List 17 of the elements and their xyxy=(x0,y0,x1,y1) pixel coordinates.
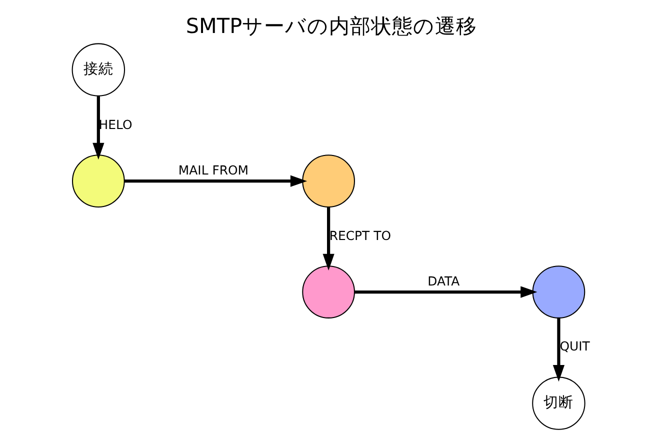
edge-label: QUIT xyxy=(560,338,590,354)
node-circle xyxy=(302,266,355,318)
arrow xyxy=(322,207,334,270)
edge-label: DATA xyxy=(428,273,460,288)
node-circle xyxy=(532,266,586,318)
arrow xyxy=(354,286,538,298)
edge-label: HELO xyxy=(98,116,132,132)
edge-label: MAIL FROM xyxy=(178,162,249,178)
diagram-title: SMTPサーバの内部状態の遷移 xyxy=(186,14,478,38)
arrow xyxy=(92,96,104,160)
node-circle: 接続 xyxy=(72,43,126,96)
node-circle: 切断 xyxy=(532,376,586,430)
node-circle xyxy=(302,154,355,208)
arrow xyxy=(124,175,308,187)
arrow xyxy=(552,318,565,382)
node-circle xyxy=(72,154,125,208)
edge-label: RECPT TO xyxy=(329,228,391,243)
